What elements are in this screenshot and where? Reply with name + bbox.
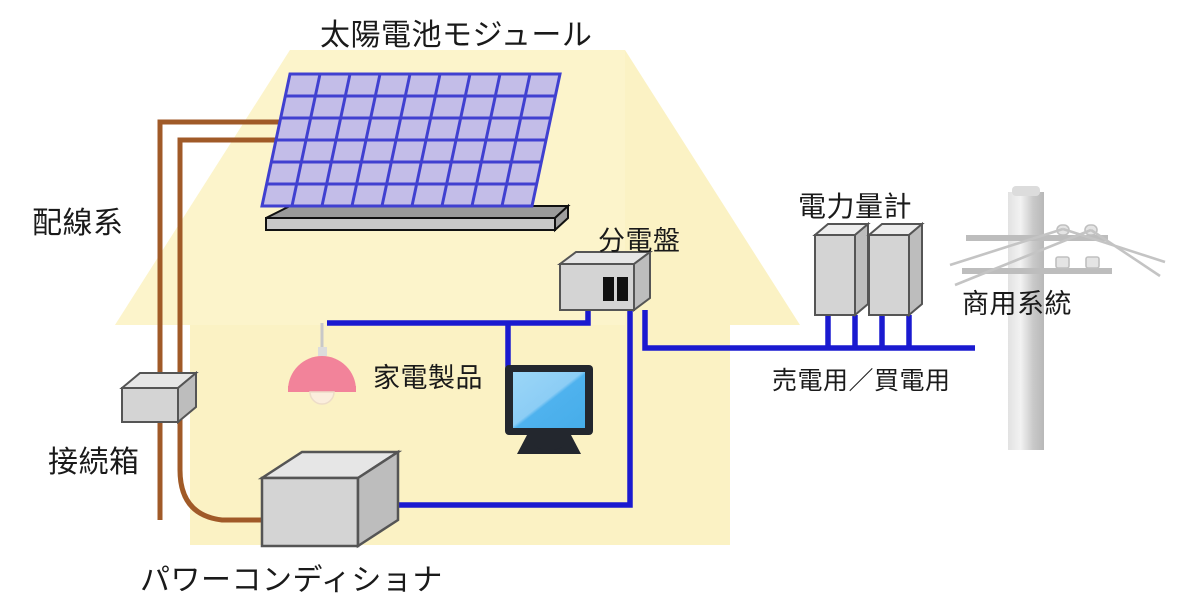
label-commercial-grid: 商用系統 [962,289,1072,320]
watt-hour-meter-2 [866,221,925,318]
label-sell-buy-use: 売電用／買電用 [772,366,951,395]
ac-wiring-blue [327,310,975,508]
label-power-conditioner: パワーコンディショナ [140,563,443,598]
distribution-board [557,250,653,312]
breaker-slot-1 [603,277,614,301]
solar-panel [260,72,571,233]
junction-box [119,370,199,425]
watt-hour-meter-1 [812,221,871,318]
label-junction-box: 接続箱 [48,445,140,480]
breaker-slot-2 [617,277,628,301]
label-distribution-board: 分電盤 [598,226,681,257]
power-conditioner [257,449,403,549]
utility-pole [949,186,1166,450]
ac-wire-grid-link [642,310,975,351]
dc-wire-inner [177,137,300,523]
pendant-lamp [288,323,356,405]
label-watt-hour-meter: 電力量計 [798,190,913,223]
label-home-appliances: 家電製品 [373,363,483,394]
television [505,365,593,454]
ac-wire-pcs-link [390,310,633,508]
label-wiring-system: 配線系 [32,206,124,241]
ac-wire-appliance-bus [327,310,591,326]
label-solar-module: 太陽電池モジュール [320,18,593,53]
